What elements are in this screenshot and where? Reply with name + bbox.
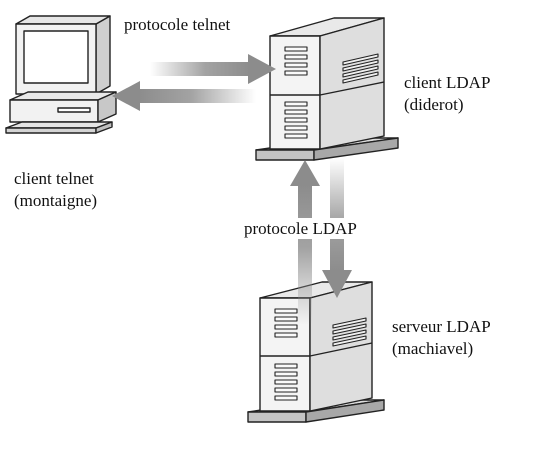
telnet-client-name: client telnet [14,169,94,188]
telnet-client-host: (montaigne) [14,191,98,210]
telnet-arrow-to-telnet-client [112,81,256,111]
ldap-client-name: client LDAP [404,73,491,92]
server-tower-icon [255,17,399,161]
server-tower-icon [247,281,385,423]
ldap-arrow-to-ldap-server [322,158,352,298]
telnet-arrow-to-ldap-client [150,54,276,84]
ldap-client-host: (diderot) [404,95,464,114]
ldap-protocol-label: protocole LDAP [242,218,359,239]
ldap-server-host: (machiavel) [392,339,474,358]
ldap-server-name: serveur LDAP [392,317,491,336]
desktop-computer-icon [5,15,117,134]
telnet-protocol-label: protocole telnet [124,15,231,34]
